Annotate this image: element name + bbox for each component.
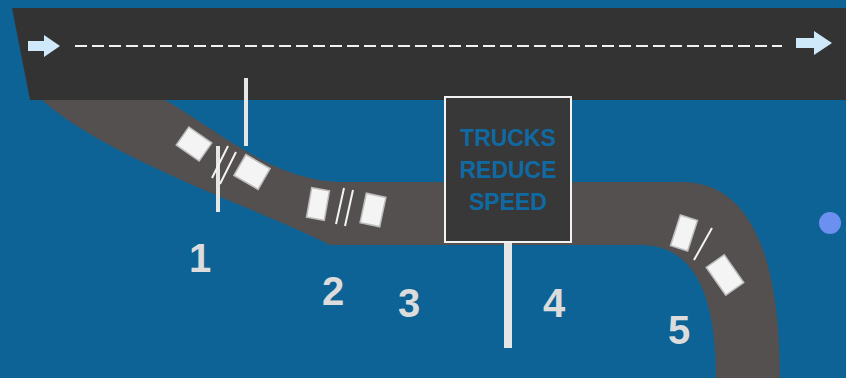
sign-text: TRUCKS REDUCE SPEED <box>446 122 570 218</box>
truck-hitch <box>345 190 353 226</box>
truck <box>307 188 386 227</box>
exit-ramp <box>42 100 780 378</box>
direction-arrow <box>796 31 832 55</box>
callout-number: 2 <box>322 271 344 311</box>
gate-marker <box>216 146 220 212</box>
truck-trailer <box>360 193 386 227</box>
truck-hitch <box>694 228 712 260</box>
truck <box>176 127 270 189</box>
gate-marker <box>244 78 248 146</box>
callout-number: 5 <box>668 310 690 350</box>
truck-hitch <box>220 152 236 184</box>
warning-sign: TRUCKS REDUCE SPEED <box>444 96 572 243</box>
truck-cab <box>176 127 212 161</box>
lane-divider <box>75 45 782 47</box>
truck-trailer <box>706 255 744 295</box>
truck-cab <box>307 188 330 221</box>
truck <box>670 215 743 295</box>
callout-number: 3 <box>398 283 420 323</box>
truck-trailer <box>234 155 270 190</box>
sign-post <box>504 240 512 348</box>
truck-hitch <box>336 188 344 224</box>
direction-arrow <box>28 35 60 57</box>
marker-dot <box>819 212 841 234</box>
highway <box>12 8 846 100</box>
callout-number: 4 <box>543 283 565 323</box>
callout-number: 1 <box>189 238 211 278</box>
truck-cab <box>670 215 697 251</box>
